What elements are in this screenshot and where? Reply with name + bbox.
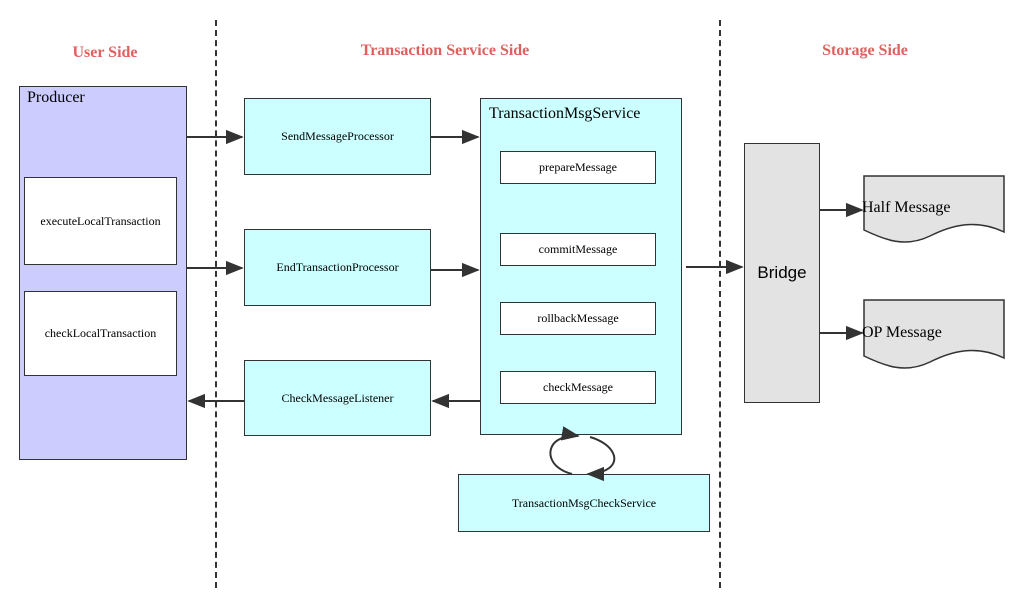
producer-box: Producer [19,86,187,460]
service-side-title: Transaction Service Side [360,42,530,59]
loop-arrow-right [586,436,616,482]
method-prepare-message: prepareMessage [500,151,656,184]
send-message-processor: SendMessageProcessor [244,98,431,175]
method-check-message: checkMessage [500,371,656,404]
loop-arrow-left [549,426,580,475]
op-message-label: OP Message [862,324,942,341]
method-commit-message: commitMessage [500,233,656,266]
divider-right [719,20,721,588]
divider-left [215,20,217,588]
op-message-doc [863,299,1005,369]
half-message-doc [863,175,1005,243]
transaction-msg-check-service: TransactionMsgCheckService [458,474,710,532]
check-message-listener: CheckMessageListener [244,360,431,436]
transaction-msg-service-title: TransactionMsgService [489,105,641,122]
check-local-transaction: checkLocalTransaction [24,291,177,376]
user-side-title: User Side [72,44,138,61]
storage-side-title: Storage Side [822,42,908,59]
end-transaction-processor: EndTransactionProcessor [244,229,431,306]
method-rollback-message: rollbackMessage [500,302,656,335]
half-message-label: Half Message [862,199,951,216]
bridge-box: Bridge [744,143,820,403]
producer-title: Producer [27,89,85,106]
execute-local-transaction: executeLocalTransaction [24,177,177,265]
